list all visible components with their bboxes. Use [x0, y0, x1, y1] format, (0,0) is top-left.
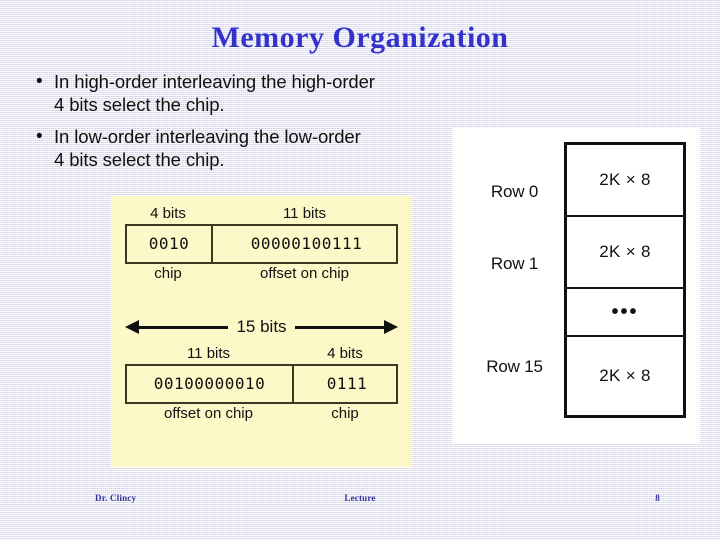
bit-width-headers: 4 bits 11 bits [125, 204, 398, 224]
field-name-chip: chip [331, 405, 359, 422]
row-label-0: Row 0 [490, 182, 539, 201]
memory-cell: 2K × 8 [567, 145, 683, 217]
memory-cell-ellipsis: ••• [567, 289, 683, 337]
memory-cell: 2K × 8 [567, 337, 683, 415]
field-name-labels: offset on chip chip [125, 404, 398, 424]
arrow-left-head-icon [125, 320, 139, 334]
arrow-line-left [139, 325, 229, 329]
chip-bits-value: 0111 [326, 374, 368, 393]
field-name-labels: chip offset on chip [125, 264, 398, 284]
memory-chip-stack: 2K × 8 2K × 8 ••• 2K × 8 [564, 142, 686, 418]
list-item: • In high-order interleaving the high-or… [36, 70, 506, 116]
field-width-label-offset: 11 bits [282, 205, 327, 222]
arrow-line-right [294, 325, 384, 329]
row-label-column: Row 0 Row 1 Row 15 [462, 142, 567, 430]
page-title: Memory Organization [211, 21, 509, 54]
arrow-right-head-icon [384, 320, 398, 334]
bit-width-headers: 11 bits 4 bits [125, 344, 398, 364]
field-width-label-chip: 4 bits [150, 205, 186, 222]
bullet-line: In high-order interleaving the high-orde… [54, 71, 375, 92]
field-name-offset: offset on chip [260, 265, 349, 282]
footer-page-number: 8 [655, 493, 660, 503]
row-label-1: Row 1 [490, 254, 539, 273]
slide-footer: Dr. Clincy Lecture 8 [0, 493, 720, 511]
bullet-marker-icon: • [36, 71, 43, 92]
bullet-list: • In high-order interleaving the high-or… [36, 70, 506, 180]
bullet-line: 4 bits select the chip. [54, 94, 225, 115]
field-width-label-chip: 4 bits [327, 345, 363, 362]
footer-center-label: Lecture [344, 493, 376, 503]
memory-rows-diagram: Row 0 Row 1 Row 15 2K × 8 2K × 8 ••• 2K … [452, 128, 700, 443]
chip-bits-value: 0010 [127, 226, 213, 262]
row-label-15: Row 15 [486, 357, 543, 376]
bullet-text: In high-order interleaving the high-orde… [54, 70, 375, 116]
memory-cell: 2K × 8 [567, 217, 683, 289]
bullet-text: In low-order interleaving the low-order … [54, 125, 361, 171]
offset-bits-value: 00000100111 [250, 234, 363, 253]
address-span-arrow: 15 bits [125, 314, 398, 340]
low-order-address-layout: 11 bits 4 bits 00100000010 0111 offset o… [125, 344, 398, 424]
bullet-line: 4 bits select the chip. [54, 149, 225, 170]
field-name-chip: chip [154, 265, 182, 282]
offset-bits-value: 00100000010 [127, 366, 294, 402]
field-name-offset: offset on chip [164, 405, 253, 422]
bullet-marker-icon: • [36, 126, 43, 147]
bullet-line: In low-order interleaving the low-order [54, 126, 361, 147]
address-span-label: 15 bits [236, 317, 287, 336]
footer-author: Dr. Clincy [95, 493, 137, 503]
field-width-label-offset: 11 bits [186, 345, 231, 362]
address-field-boxes: 0010 00000100111 [125, 224, 398, 264]
address-field-boxes: 00100000010 0111 [125, 364, 398, 404]
list-item: • In low-order interleaving the low-orde… [36, 125, 506, 171]
high-order-address-layout: 4 bits 11 bits 0010 00000100111 chip off… [125, 204, 398, 284]
address-bits-diagram: 4 bits 11 bits 0010 00000100111 chip off… [111, 196, 412, 467]
